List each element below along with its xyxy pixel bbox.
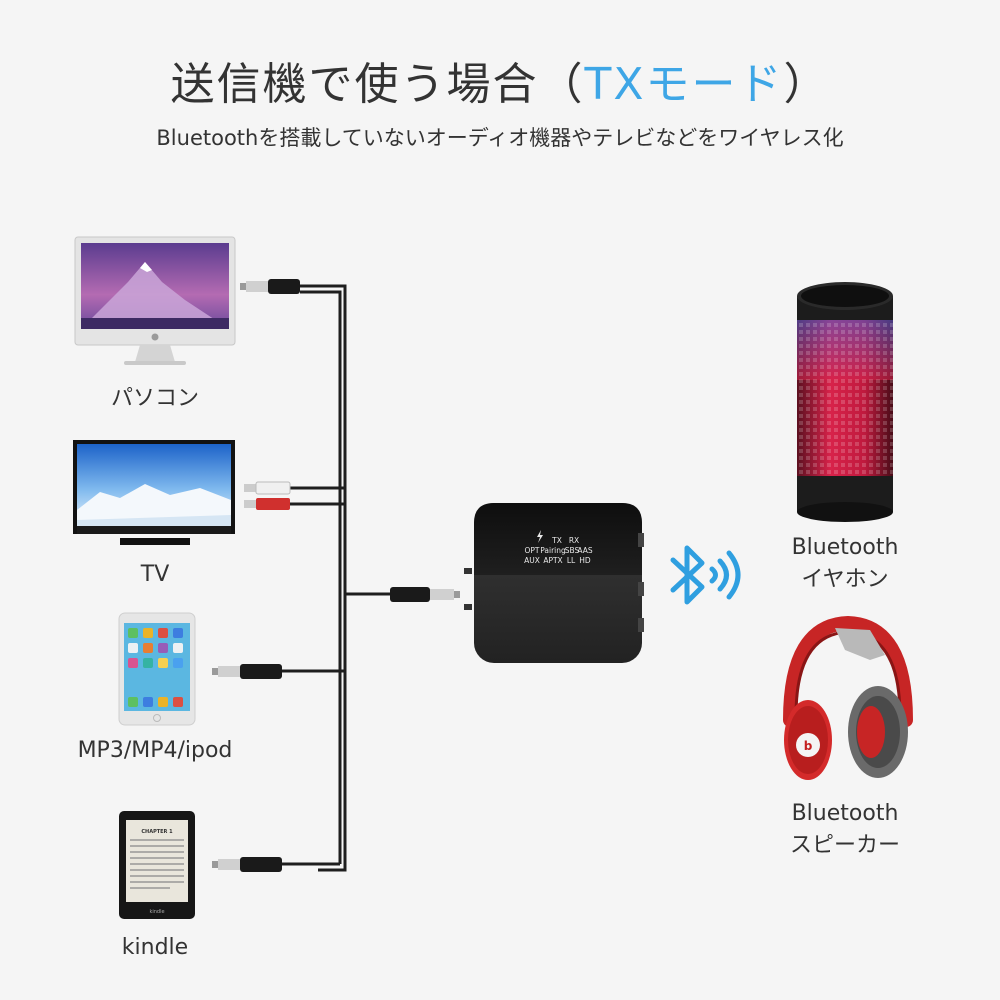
label-speaker-line2: イヤホン [801, 567, 889, 592]
led-label-aptx: APTX [543, 556, 562, 565]
cable-trunk-left [300, 284, 347, 872]
label-pc: パソコン [110, 386, 199, 411]
tv-set [73, 440, 235, 545]
svg-text:kindle: kindle [149, 909, 164, 915]
led-label-aas: AAS [577, 546, 592, 555]
page-subtitle: Bluetoothを搭載していないオーディオ機器やテレビなどをワイヤレス化 [156, 126, 844, 150]
led-label-rx: RX [569, 536, 579, 545]
page-title: 送信機で使う場合（TXモード） [170, 59, 830, 110]
bt-headphones: b [783, 615, 913, 780]
label-speaker: Bluetooth イヤホン [770, 532, 920, 596]
led-label-aux: AUX [524, 556, 540, 565]
led-label-sbs: SBS [565, 546, 580, 555]
apple-logo-icon [151, 333, 159, 341]
pc-audio-jack [240, 279, 300, 294]
device-audio-jack [390, 587, 460, 602]
label-tv: TV [140, 562, 170, 587]
tv-rca-plugs [244, 481, 291, 510]
bluetooth-icon [670, 545, 741, 605]
label-speaker-line1: Bluetooth [791, 535, 899, 560]
svg-text:b: b [804, 739, 813, 753]
label-headphone-line2: スピーカー [789, 833, 900, 858]
label-mp3: MP3/MP4/ipod [77, 738, 233, 763]
bolt-icon [537, 530, 543, 543]
label-kindle: kindle [121, 935, 189, 960]
pc-monitor [74, 236, 236, 365]
bt-transmitter: TX RX OPT Pairing SBS AAS AUX APTX LL HD [464, 503, 644, 663]
label-headphone-line1: Bluetooth [791, 801, 899, 826]
kindle-reader: CHAPTER 1 kindle [119, 811, 195, 919]
kindle-audio-jack [212, 857, 282, 872]
cable-pc [300, 290, 342, 864]
mp3-audio-jack [212, 664, 282, 679]
led-label-hd: HD [579, 556, 591, 565]
led-label-pairing: Pairing [540, 546, 566, 555]
title-accent: TXモード [584, 59, 784, 110]
kindle-chapter-text: CHAPTER 1 [141, 829, 173, 835]
cable-network [282, 284, 390, 872]
led-label-opt: OPT [524, 546, 539, 555]
led-label-ll: LL [567, 556, 576, 565]
label-headphone: Bluetooth スピーカー [770, 798, 920, 862]
led-label-tx: TX [551, 536, 562, 545]
tablet-device [118, 612, 196, 726]
bt-speaker [797, 282, 893, 522]
